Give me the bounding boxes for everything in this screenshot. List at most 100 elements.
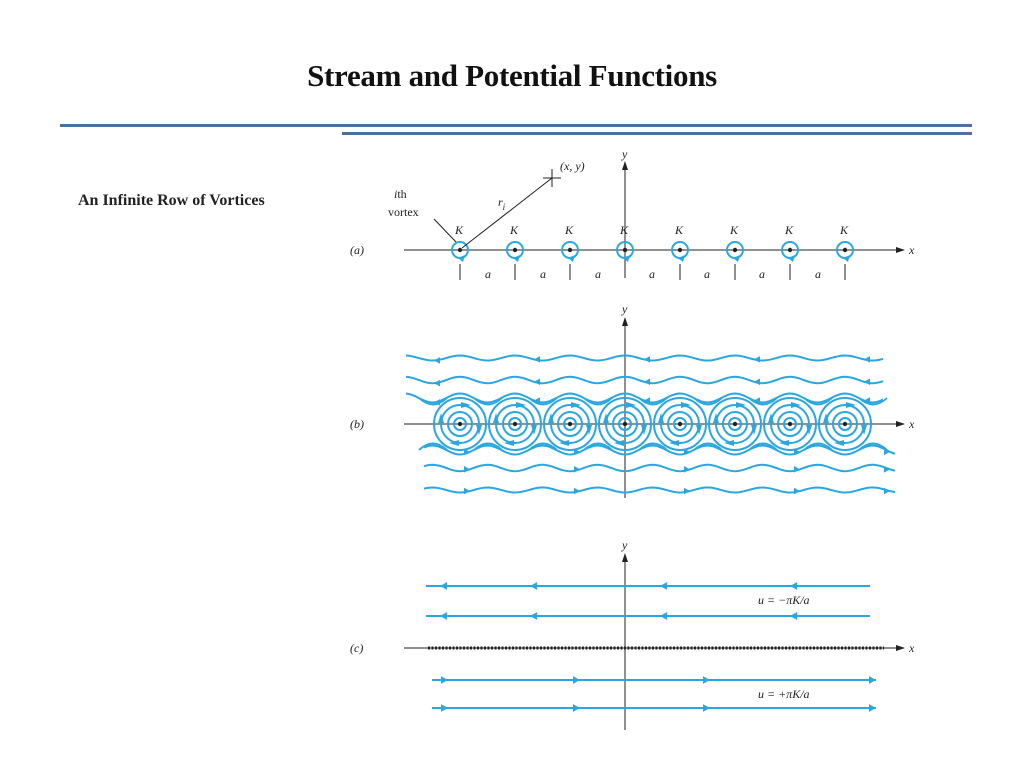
separatrix-upper <box>638 397 668 406</box>
cell-streamline <box>825 404 865 444</box>
cell-streamline <box>543 397 597 451</box>
separatrix-upper <box>693 397 723 406</box>
separatrix-upper <box>583 397 613 406</box>
lower-wavy-streamline <box>423 444 896 456</box>
uniform-streamlines <box>426 582 876 712</box>
vortex-2: K <box>506 223 524 262</box>
spacing-label: a <box>759 267 765 281</box>
panel-c-y-label: y <box>621 538 628 552</box>
cell-arrow <box>504 440 514 446</box>
streamline-arrow <box>530 612 537 620</box>
vortex-core <box>622 247 628 253</box>
cell-core <box>732 421 738 427</box>
cell-arrow <box>614 440 624 446</box>
separatrix-upper <box>803 397 833 406</box>
radius-line <box>461 177 553 249</box>
cell-streamline <box>612 411 638 437</box>
ith-pointer <box>433 218 457 243</box>
vortex-core <box>512 247 518 253</box>
separatrix-lower <box>583 442 613 451</box>
separatrix-upper <box>418 397 448 406</box>
vortex-6: K <box>726 223 744 262</box>
separatrix-upper <box>473 397 503 406</box>
lower-wavy-streamline <box>423 463 896 473</box>
vortex-strength-label: K <box>564 223 574 237</box>
streamline-arrow <box>790 612 797 620</box>
cell-core <box>677 421 683 427</box>
streamline-arrow <box>660 582 667 590</box>
cell-arrow <box>658 413 664 423</box>
vortex-cell-4 <box>598 397 652 451</box>
upper-velocity-label: u = −πK/a <box>758 593 810 607</box>
cell-streamline <box>557 411 583 437</box>
lower-velocity-label: u = +πK/a <box>758 687 810 701</box>
cell-arrow <box>806 425 812 435</box>
streamline-arrow <box>794 487 800 495</box>
vortex-core <box>677 247 683 253</box>
cell-streamline <box>550 404 590 444</box>
cell-arrow <box>449 440 459 446</box>
vortex-cell-7 <box>763 397 817 451</box>
cell-streamline <box>433 397 487 451</box>
cell-streamline <box>722 411 748 437</box>
vortex-arrow <box>788 255 795 262</box>
vortex-arrow <box>513 255 520 262</box>
streamline-arrow <box>703 704 710 712</box>
vortex-4: K <box>616 223 634 262</box>
header-rule-bottom <box>342 132 972 135</box>
streamline-arrow <box>464 466 470 473</box>
cell-arrow <box>586 425 592 435</box>
separatrix-lower <box>693 442 723 451</box>
cell-arrow <box>779 440 789 446</box>
panel-b-x-label: x <box>908 417 915 431</box>
cell-streamline <box>453 417 467 431</box>
cell-arrow <box>603 413 609 423</box>
slide-title: Stream and Potential Functions <box>307 58 717 93</box>
vortex-5: K <box>671 223 689 262</box>
vortex-cell-1 <box>433 397 487 451</box>
vortex-1: K <box>451 223 469 262</box>
cell-streamline <box>708 397 762 451</box>
streamline-arrow <box>754 356 760 363</box>
cell-arrow <box>548 413 554 423</box>
header-rule-top <box>60 124 972 127</box>
streamline-arrow <box>864 397 870 404</box>
streamline-arrow <box>534 378 540 386</box>
vortex-core <box>732 247 738 253</box>
cell-arrow <box>669 440 679 446</box>
vortex-core <box>787 247 793 253</box>
cell-streamline <box>618 417 632 431</box>
cell-arrow <box>696 425 702 435</box>
upper-wavy-streamline <box>405 354 884 362</box>
panel-c-x-label: x <box>908 641 915 655</box>
streamline-arrow <box>434 379 440 387</box>
streamline-arrow <box>884 466 890 473</box>
cell-arrow <box>641 425 647 435</box>
separatrix-lower <box>748 442 778 451</box>
cell-streamline <box>818 397 872 451</box>
cell-streamline <box>660 404 700 444</box>
cell-streamline <box>488 397 542 451</box>
separatrix-lower <box>803 442 833 451</box>
cell-arrow <box>559 440 569 446</box>
vortex-strength-label: K <box>619 223 629 237</box>
wavy-streamlines <box>405 354 896 495</box>
streamline-arrow <box>754 378 760 386</box>
vortex-strength-label: K <box>454 223 464 237</box>
vortex-strength-label: K <box>509 223 519 237</box>
streamline-arrow <box>534 397 540 404</box>
cell-streamline <box>832 411 858 437</box>
streamline-arrow <box>884 448 890 456</box>
vortex-core <box>842 247 848 253</box>
cell-arrow <box>751 425 757 435</box>
cell-arrow <box>626 402 636 408</box>
cell-streamline <box>605 404 645 444</box>
streamline-arrow <box>644 378 650 386</box>
vortex-cell-3 <box>543 397 597 451</box>
vortex-arrow <box>733 255 740 262</box>
streamline-arrow <box>530 582 537 590</box>
streamline-arrow <box>434 357 440 364</box>
vortex-core <box>457 247 463 253</box>
